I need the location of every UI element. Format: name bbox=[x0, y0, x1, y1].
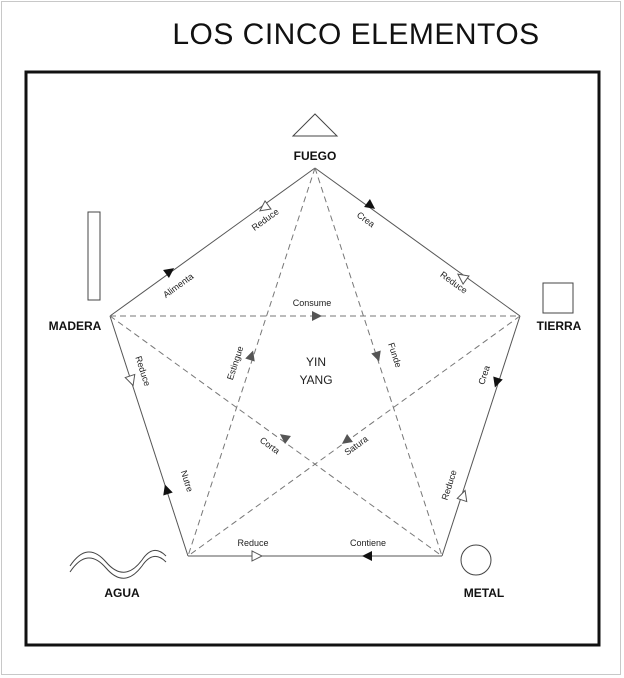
label-metal-agua-contiene: Contiene bbox=[350, 538, 386, 548]
arrow-contiene bbox=[362, 551, 372, 561]
label-madera-agua-reduce: Reduce bbox=[133, 355, 152, 388]
edge-madera-metal bbox=[109, 315, 443, 557]
node-metal: METAL bbox=[464, 586, 504, 600]
center-yin: YIN bbox=[306, 355, 326, 369]
label-metal-tierra-reduce: Reduce bbox=[440, 469, 459, 502]
pentagon-edges bbox=[109, 167, 521, 557]
tierra-square-icon bbox=[542, 282, 574, 314]
madera-bar-icon bbox=[87, 211, 101, 301]
diagram-frame bbox=[24, 70, 601, 647]
edge-madera-fuego bbox=[109, 167, 316, 317]
arrowheads bbox=[124, 198, 503, 562]
label-madera-tierra-consume: Consume bbox=[293, 298, 332, 308]
fuego-triangle-icon bbox=[291, 113, 339, 137]
edge-tierra-agua bbox=[187, 315, 521, 557]
label-fuego-tierra-crea: Crea bbox=[355, 210, 377, 230]
metal-circle-icon bbox=[460, 544, 492, 576]
label-agua-metal-reduce: Reduce bbox=[237, 538, 268, 548]
arrow-reduce-mt bbox=[456, 489, 468, 503]
edge-fuego-agua bbox=[187, 167, 316, 557]
edge-fuego-metal bbox=[314, 167, 443, 557]
label-tierra-metal-crea: Crea bbox=[476, 364, 492, 386]
edge-agua-madera bbox=[109, 315, 189, 557]
edge-tierra-metal bbox=[441, 315, 521, 557]
edge-fuego-tierra bbox=[314, 167, 521, 317]
agua-wave-icon bbox=[69, 550, 167, 579]
node-fuego: FUEGO bbox=[294, 149, 337, 163]
arrow-alimenta bbox=[163, 268, 175, 279]
arrow-crea-ft bbox=[364, 198, 376, 209]
arrow-corta bbox=[279, 434, 291, 445]
label-agua-madera-nutre: Nutre bbox=[179, 469, 195, 493]
node-tierra: TIERRA bbox=[537, 319, 582, 333]
arrow-reduce-fm bbox=[259, 200, 272, 212]
arrow-estingue bbox=[245, 350, 255, 362]
label-metal-madera-corta: Corta bbox=[258, 435, 282, 456]
arrow-reduce-ma bbox=[124, 373, 136, 387]
arrow-reduce-tf bbox=[457, 273, 470, 285]
arrow-crea-tm bbox=[493, 376, 503, 388]
center-yang: YANG bbox=[299, 373, 332, 387]
star-edges bbox=[109, 167, 521, 557]
arrow-reduce-am bbox=[251, 550, 264, 562]
diagram-title: LOS CINCO ELEMENTOS bbox=[172, 18, 540, 51]
arrow-satura bbox=[341, 433, 353, 444]
label-agua-fuego-estingue: Estingue bbox=[225, 345, 245, 381]
label-fuego-metal-funde: Funde bbox=[386, 341, 403, 368]
node-agua: AGUA bbox=[104, 586, 140, 600]
node-madera: MADERA bbox=[49, 319, 102, 333]
arrow-consume bbox=[312, 311, 322, 321]
arrow-nutre bbox=[163, 484, 173, 496]
arrow-funde bbox=[371, 350, 381, 362]
